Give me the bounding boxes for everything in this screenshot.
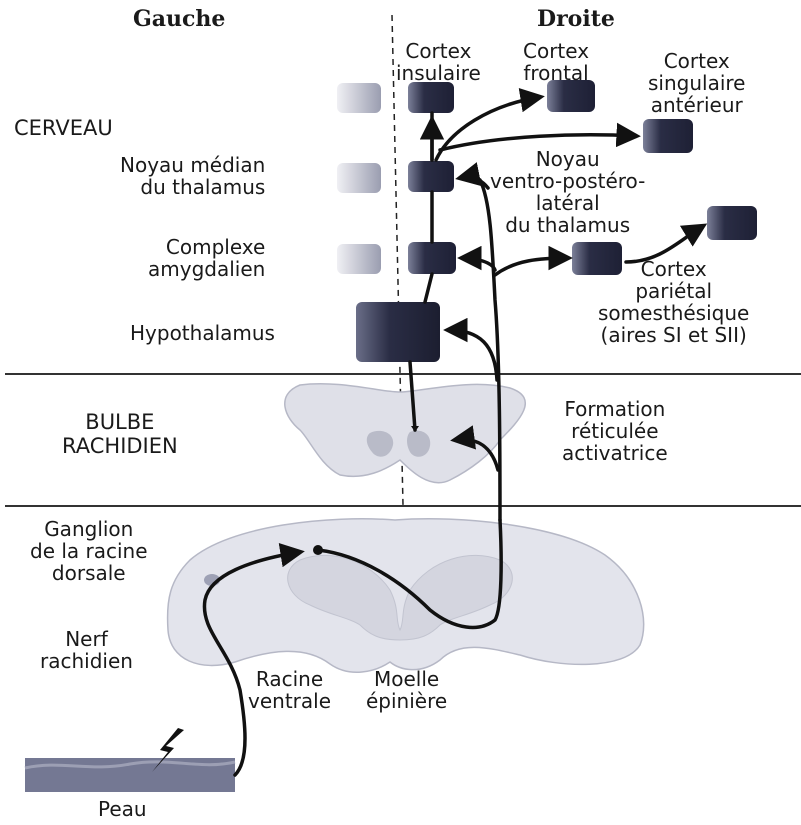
node-cortex-parietal bbox=[707, 206, 757, 240]
path-to-amygdala bbox=[462, 258, 495, 270]
path-to-hypothalamus bbox=[448, 330, 497, 380]
section-medulla-line1: BULBE bbox=[62, 410, 178, 434]
node-hypothalamus bbox=[356, 302, 440, 362]
node-cortex-insulaire bbox=[408, 82, 454, 113]
header-right: Droite bbox=[537, 6, 615, 32]
section-medulla: BULBE RACHIDIEN bbox=[62, 410, 178, 458]
path-to-vpl bbox=[495, 258, 568, 275]
dorsal-horn-terminal bbox=[313, 545, 323, 555]
node-complexe-amygdalien bbox=[408, 242, 456, 274]
medulla-shape bbox=[285, 384, 526, 483]
label-hypothalamus: Hypothalamus bbox=[130, 322, 275, 344]
node-cortex-cingulaire bbox=[643, 119, 693, 153]
node-ghost-top bbox=[337, 83, 381, 113]
label-peau: Peau bbox=[98, 798, 147, 820]
node-ghost-amygdala bbox=[337, 244, 381, 274]
header-left: Gauche bbox=[133, 6, 225, 32]
spinal-cord-shape bbox=[168, 519, 644, 672]
section-medulla-line2: RACHIDIEN bbox=[62, 434, 178, 458]
section-brain: CERVEAU bbox=[14, 116, 113, 140]
node-ghost-median bbox=[337, 163, 381, 193]
node-noyau-median bbox=[408, 161, 454, 192]
